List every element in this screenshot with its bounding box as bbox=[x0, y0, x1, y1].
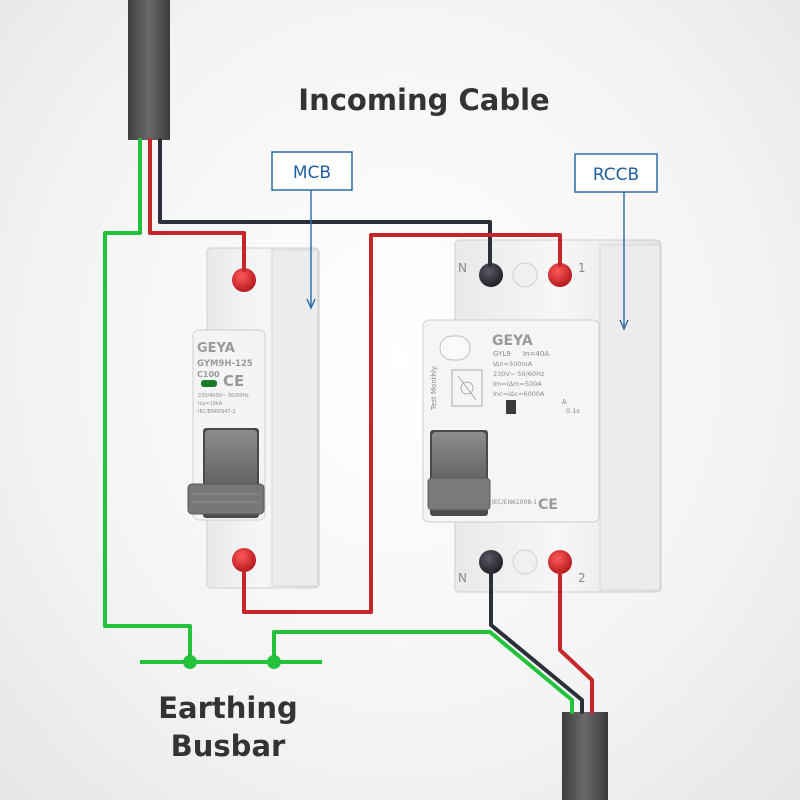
rccb-im: Im=IΔm=500A bbox=[493, 380, 542, 388]
rccb-model: GYL9 bbox=[493, 350, 511, 358]
rccb-type-indicator bbox=[506, 400, 516, 414]
rccb-lever[interactable] bbox=[432, 432, 486, 486]
mcb-rating: C100 bbox=[197, 370, 220, 379]
mcb-lever[interactable] bbox=[205, 430, 257, 490]
mcb-bottom-terminal[interactable] bbox=[232, 548, 256, 572]
rccb-live-out-terminal[interactable] bbox=[548, 550, 572, 574]
mcb-indicator-window bbox=[201, 380, 217, 387]
mcb-callout: MCB bbox=[271, 151, 353, 191]
live-wire-mcb-to-rccb bbox=[242, 233, 562, 614]
rccb-blank-terminal-bottom bbox=[512, 549, 538, 575]
rccb-inc: Inc=IΔc=6000A bbox=[493, 390, 545, 398]
mcb-callout-label: MCB bbox=[293, 163, 331, 183]
rccb-idn: IΔn=300mA bbox=[493, 360, 533, 368]
rccb-test-button[interactable] bbox=[439, 335, 471, 361]
rccb-in-rating: In=40A bbox=[523, 350, 549, 358]
earth-wire-incoming bbox=[103, 138, 192, 664]
mcb-standard: IEC/EN60947-2 bbox=[198, 409, 236, 415]
earthing-busbar-title-line1: Earthing bbox=[158, 691, 298, 725]
live-wire-outgoing bbox=[558, 570, 594, 714]
earthing-busbar-title-line2: Busbar bbox=[171, 729, 286, 763]
incoming-cable-title: Incoming Cable bbox=[298, 83, 549, 117]
mcb-device: GEYA GYM9H-125 C100 CE 230/400V~ 50/60Hz… bbox=[187, 247, 320, 589]
neutral-wire-outgoing bbox=[489, 570, 584, 714]
incoming-cable-jacket bbox=[128, 0, 170, 140]
live-wire-incoming bbox=[148, 138, 246, 272]
callout-arrows bbox=[306, 190, 629, 331]
rccb-voltage: 230V~ 50/60Hz bbox=[493, 370, 545, 378]
rccb-blank-terminal-top bbox=[512, 262, 538, 288]
mcb-lever-grip[interactable] bbox=[187, 483, 265, 515]
rccb-circuit-symbol-icon bbox=[451, 369, 483, 407]
rccb-test-label: Test Monthly bbox=[430, 366, 438, 411]
rccb-device: Test Monthly GEYA GYL9 In=40A IΔn=300mA … bbox=[422, 239, 662, 593]
rccb-brand: GEYA bbox=[492, 333, 533, 349]
mcb-top-terminal[interactable] bbox=[232, 268, 256, 292]
rccb-terminal-2: 2 bbox=[578, 571, 586, 585]
mcb-callout-arrowhead bbox=[306, 298, 316, 310]
rccb-callout: RCCB bbox=[574, 153, 658, 193]
busbar-node-left bbox=[183, 655, 197, 669]
wires bbox=[103, 138, 594, 714]
rccb-callout-label: RCCB bbox=[593, 165, 639, 185]
rccb-callout-arrowhead bbox=[619, 319, 629, 331]
mcb-voltage: 230/400V~ 50/60Hz bbox=[198, 393, 249, 399]
busbar-node-right bbox=[267, 655, 281, 669]
rccb-callout-box bbox=[574, 153, 658, 193]
rccb-terminal-1: 1 bbox=[578, 261, 586, 275]
rccb-neutral-in-terminal[interactable] bbox=[479, 263, 503, 287]
rccb-neutral-out-terminal[interactable] bbox=[479, 550, 503, 574]
mcb-ce-mark: CE bbox=[223, 372, 244, 390]
rccb-terminal-n-bottom: N bbox=[458, 571, 467, 585]
rccb-live-in-terminal[interactable] bbox=[548, 263, 572, 287]
mcb-model: GYM9H-125 bbox=[197, 359, 253, 369]
rccb-terminal-n-top: N bbox=[458, 261, 467, 275]
neutral-wire-incoming bbox=[158, 138, 492, 267]
mcb-icu: Icu=10kA bbox=[198, 401, 223, 407]
mcb-callout-box bbox=[271, 151, 353, 191]
mcb-brand: GEYA bbox=[197, 341, 235, 356]
rccb-standard: IEC/EN61008-1 bbox=[492, 499, 537, 506]
rccb-ce-mark: CE bbox=[538, 497, 558, 513]
earthing-busbar bbox=[140, 655, 322, 669]
rccb-time: 0.1s bbox=[566, 407, 580, 415]
rccb-lever-grip[interactable] bbox=[427, 477, 491, 511]
rccb-side-rail bbox=[599, 244, 661, 591]
rccb-type: A bbox=[562, 398, 567, 406]
outgoing-cable-jacket bbox=[562, 712, 608, 800]
earth-wire-outgoing bbox=[272, 630, 574, 714]
